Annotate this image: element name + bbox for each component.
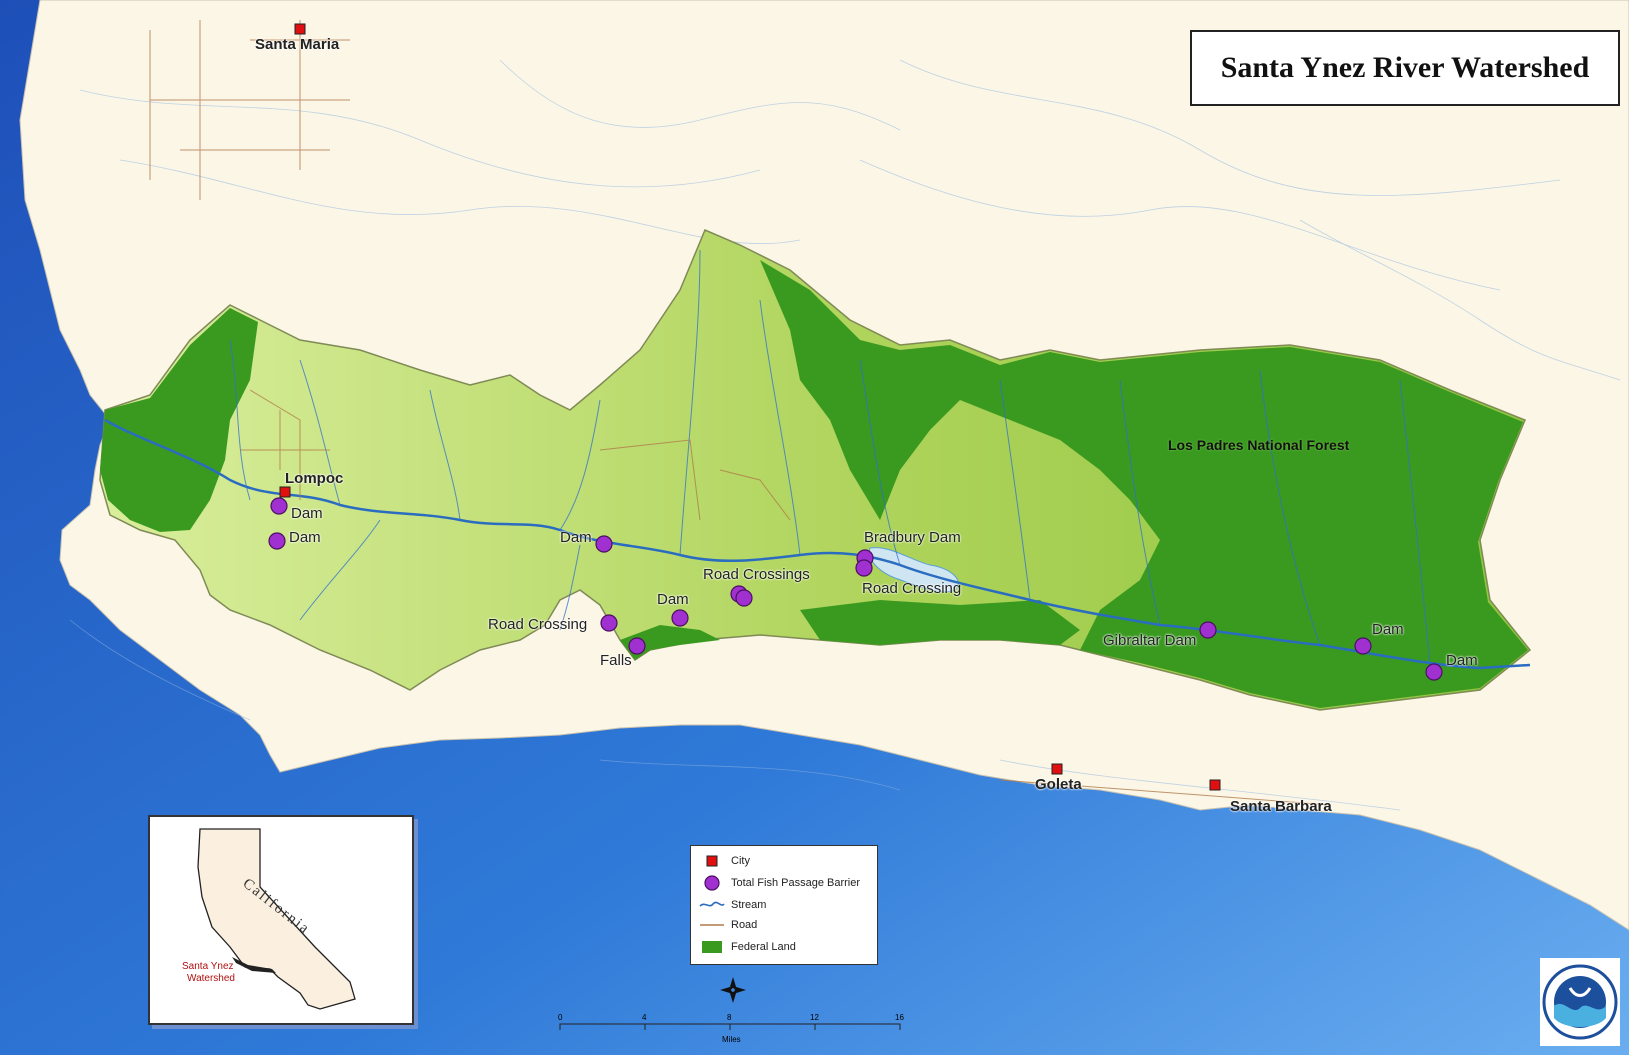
barrier-label: Dam bbox=[289, 529, 321, 546]
barrier-marker bbox=[1199, 621, 1217, 639]
california-inset-map: California Santa Ynez Watershed bbox=[148, 815, 414, 1025]
barrier-marker bbox=[600, 614, 618, 632]
roads bbox=[149, 20, 1331, 806]
barrier-label: Dam bbox=[560, 529, 592, 546]
barrier-marker bbox=[268, 532, 286, 550]
barrier-marker bbox=[735, 589, 753, 607]
barrier-label: Gibraltar Dam bbox=[1103, 632, 1197, 649]
scale-tick-label: 4 bbox=[642, 1013, 647, 1022]
legend-label: Total Fish Passage Barrier bbox=[731, 877, 860, 889]
legend-item-road: Road bbox=[699, 916, 757, 934]
city-markers bbox=[279, 23, 1221, 791]
city-label-goleta: Goleta bbox=[1035, 776, 1082, 793]
barrier-marker bbox=[595, 535, 613, 553]
scale-bar: 0 4 8 12 16 Miles bbox=[555, 1010, 915, 1050]
scale-tick-label: 0 bbox=[558, 1013, 563, 1022]
barrier-label: Dam bbox=[1372, 621, 1404, 638]
noaa-logo bbox=[1540, 958, 1620, 1046]
barrier-marker bbox=[855, 559, 873, 577]
santa-ynez-watershed-mark bbox=[232, 957, 276, 973]
legend-item-stream: Stream bbox=[699, 896, 766, 914]
legend-item-federal-land: Federal Land bbox=[699, 938, 796, 956]
map-title-box: Santa Ynez River Watershed bbox=[1190, 30, 1620, 106]
region-label-los-padres: Los Padres National Forest bbox=[1168, 437, 1350, 453]
city-marker-santa-maria bbox=[294, 23, 306, 35]
city-marker-santa-barbara bbox=[1209, 779, 1221, 791]
scale-bar-graphic: 0 4 8 12 16 Miles bbox=[558, 1013, 904, 1044]
city-marker-goleta bbox=[1051, 763, 1063, 775]
scale-unit-label: Miles bbox=[722, 1035, 741, 1044]
barrier-marker bbox=[671, 609, 689, 627]
barrier-marker bbox=[1354, 637, 1372, 655]
california-shape: California Santa Ynez Watershed bbox=[182, 828, 356, 1010]
inset-watershed-label-2: Watershed bbox=[187, 973, 235, 984]
north-arrow-icon bbox=[720, 977, 746, 1003]
stream-icon bbox=[699, 896, 725, 914]
barrier-marker bbox=[1425, 663, 1443, 681]
watershed-streams bbox=[229, 249, 1431, 666]
barrier-label: Bradbury Dam bbox=[864, 529, 961, 546]
barrier-marker bbox=[628, 637, 646, 655]
barrier-label: Road Crossing bbox=[488, 616, 588, 633]
city-label-santa-barbara: Santa Barbara bbox=[1230, 798, 1332, 815]
legend-label: Stream bbox=[731, 899, 767, 911]
scale-tick-label: 8 bbox=[727, 1013, 732, 1022]
background-streams bbox=[69, 59, 1621, 811]
map-title: Santa Ynez River Watershed bbox=[1220, 51, 1590, 84]
scale-tick-label: 12 bbox=[810, 1013, 819, 1022]
barrier-label: Falls bbox=[600, 652, 632, 669]
legend-label: Road bbox=[731, 919, 758, 931]
main-river bbox=[104, 418, 1531, 670]
federal-land-icon bbox=[699, 938, 725, 956]
city-icon bbox=[699, 852, 725, 870]
inset-watershed-label-1: Santa Ynez bbox=[182, 961, 234, 972]
map-legend: City Total Fish Passage Barrier Stream R… bbox=[690, 845, 878, 965]
barrier-markers bbox=[268, 497, 1443, 681]
scale-tick-label: 16 bbox=[895, 1013, 904, 1022]
city-label-santa-maria: Santa Maria bbox=[255, 36, 340, 53]
federal-land bbox=[100, 260, 1528, 708]
legend-item-barrier: Total Fish Passage Barrier bbox=[699, 874, 860, 892]
barrier-icon bbox=[699, 874, 725, 892]
barrier-label: Road Crossing bbox=[862, 580, 962, 597]
city-marker-lompoc bbox=[279, 486, 291, 498]
barrier-label: Road Crossings bbox=[703, 566, 810, 583]
barrier-label: Dam bbox=[291, 505, 323, 522]
barrier-label: Dam bbox=[657, 591, 689, 608]
barrier-marker bbox=[270, 497, 288, 515]
city-label-lompoc: Lompoc bbox=[285, 470, 344, 487]
legend-label: City bbox=[731, 855, 750, 867]
road-icon bbox=[699, 916, 725, 934]
barrier-label: Dam bbox=[1446, 652, 1478, 669]
legend-item-city: City bbox=[699, 852, 750, 870]
legend-label: Federal Land bbox=[731, 941, 796, 953]
